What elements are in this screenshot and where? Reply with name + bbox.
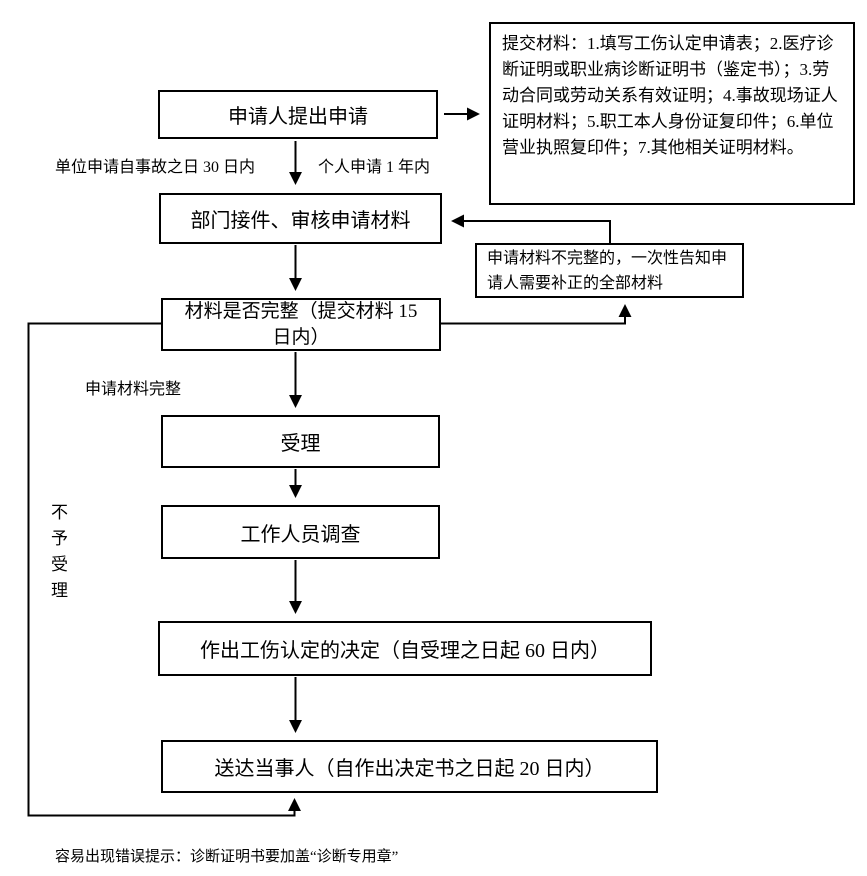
incomplete-notice-box: 申请材料不完整的，一次性告知申请人需要补正的全部材料 [475,243,744,298]
arrow-notice-to-receive [451,214,611,243]
arrow-check-to-notice [441,304,632,325]
arrow-not-accepted-loop [27,322,301,817]
materials-list-text: 提交材料：1.填写工伤认定申请表；2.医疗诊断证明或职业病诊断证明书（鉴定书）；… [502,34,838,157]
step-check-complete-label: 材料是否完整（提交材料 15 日内） [184,300,418,348]
materials-complete-label: 申请材料完整 [85,381,182,398]
step-apply-label: 申请人提出申请 [228,106,368,128]
step-deliver-label: 送达当事人（自作出决定书之日起 20 日内） [214,758,605,780]
not-accepted-label: 不 予 受 理 [51,503,68,600]
step-receive-box: 部门接件、审核申请材料 [159,193,442,244]
step-deliver-box: 送达当事人（自作出决定书之日起 20 日内） [161,740,658,793]
step-decision-box: 作出工伤认定的决定（自受理之日起 60 日内） [158,621,652,676]
materials-list-box: 提交材料：1.填写工伤认定申请表；2.医疗诊断证明或职业病诊断证明书（鉴定书）；… [489,22,855,205]
incomplete-notice-label: 申请材料不完整的，一次性告知申请人需要补正的全部材料 [487,249,728,292]
step-apply-box: 申请人提出申请 [158,90,438,139]
error-tip-footnote: 容易出现错误提示：诊断证明书要加盖“诊断专用章” [55,849,399,865]
personal-deadline-label: 个人申请 1 年内 [318,159,431,176]
step-accept-label: 受理 [280,433,321,455]
step-investigate-label: 工作人员调查 [240,523,361,546]
step-receive-label: 部门接件、审核申请材料 [190,210,411,232]
step-decision-label: 作出工伤认定的决定（自受理之日起 60 日内） [200,640,610,662]
step-accept-box: 受理 [161,415,440,468]
step-check-complete-box: 材料是否完整（提交材料 15 日内） [161,298,441,351]
step-investigate-box: 工作人员调查 [161,505,440,559]
unit-deadline-label: 单位申请自事故之日 30 日内 [55,159,256,176]
